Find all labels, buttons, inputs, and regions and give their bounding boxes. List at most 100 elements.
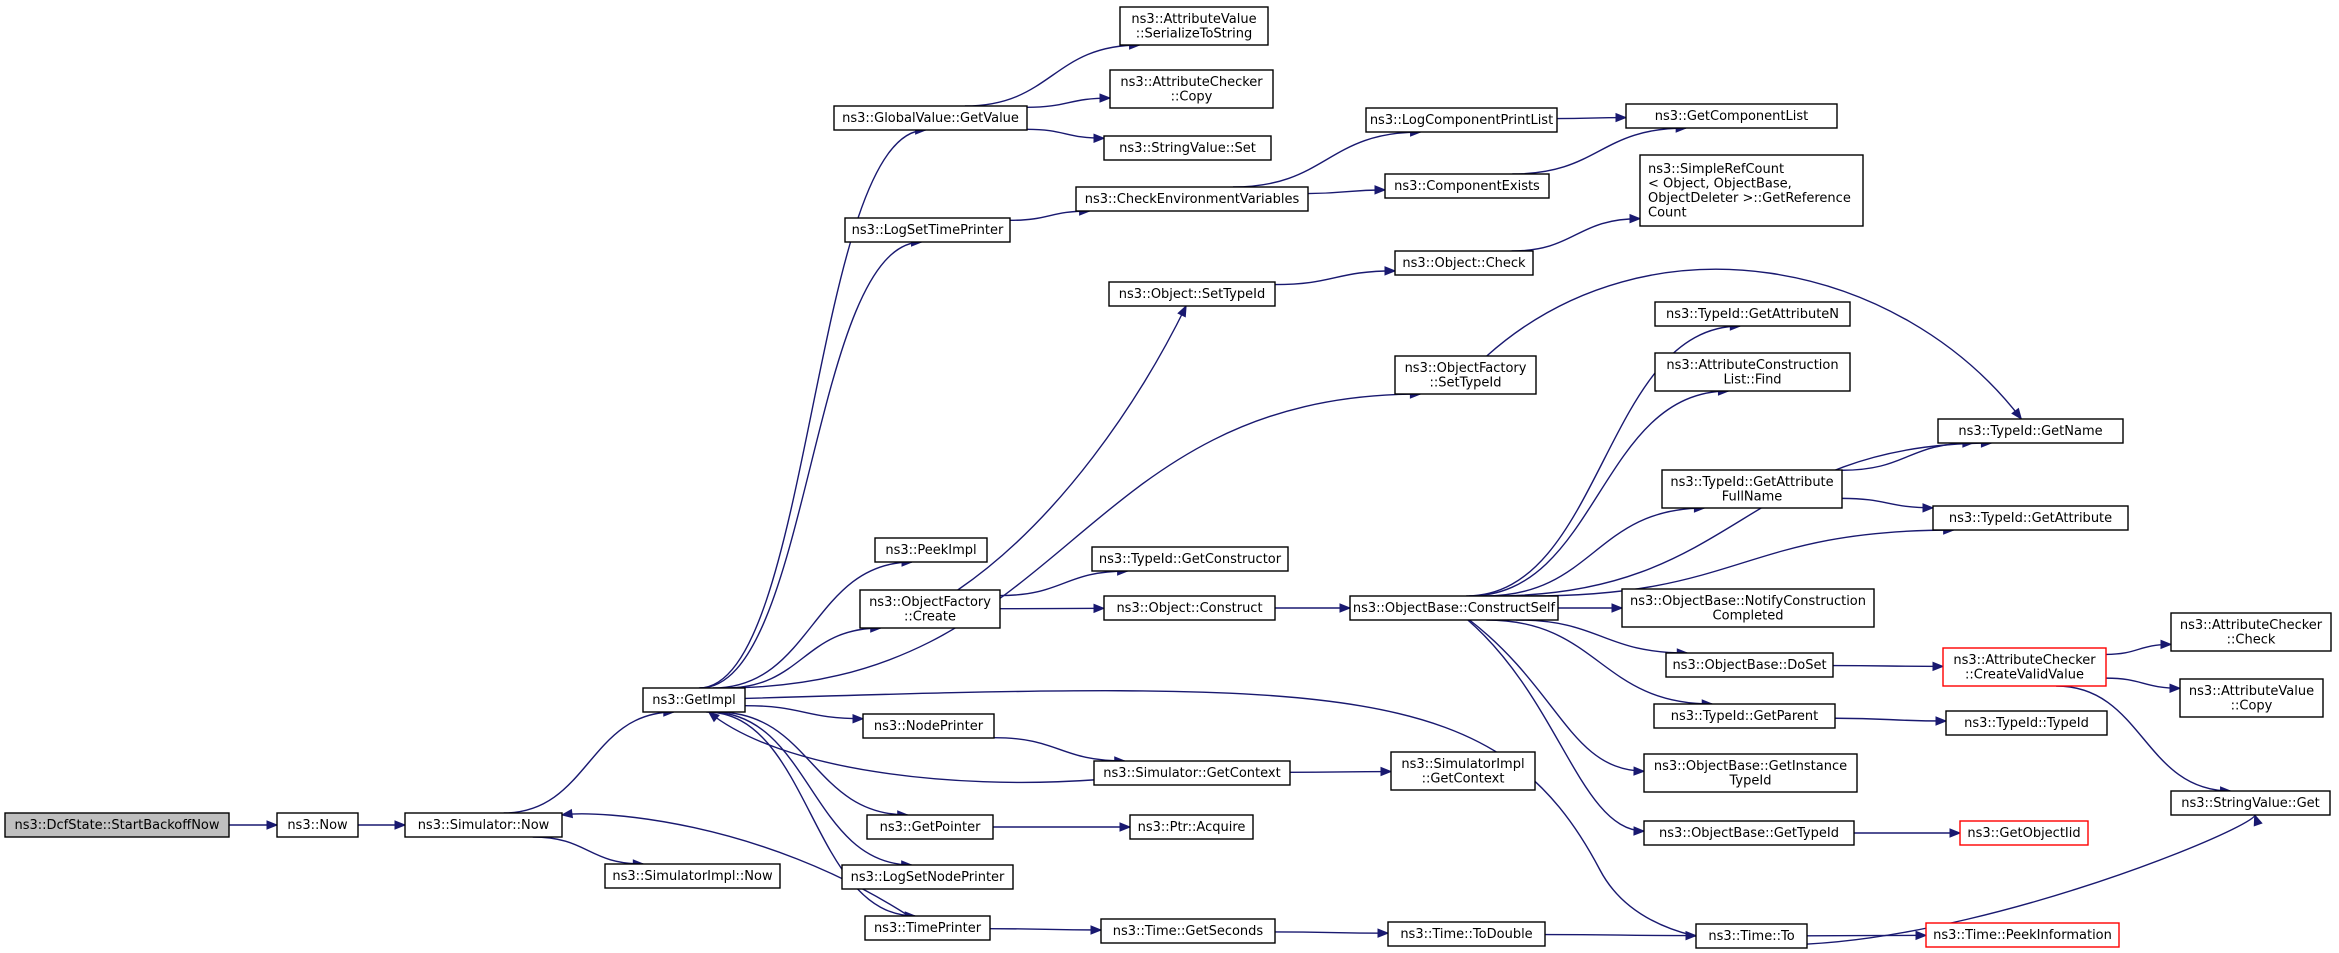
edge-line xyxy=(964,44,1140,107)
node-box xyxy=(1119,6,1269,46)
node-getcl[interactable]: ns3::GetComponentList xyxy=(1625,103,1838,129)
node-box xyxy=(1394,355,1537,395)
node-tidgetctor[interactable]: ns3::TypeId::GetConstructor xyxy=(1091,546,1289,572)
node-lognp[interactable]: ns3::LogSetNodePrinter xyxy=(841,864,1014,890)
arrowhead xyxy=(1932,661,1945,672)
node-ofcreate[interactable]: ns3::ObjectFactory::Create xyxy=(859,589,1001,629)
node-accheck[interactable]: ns3::AttributeChecker::Check xyxy=(2170,612,2332,652)
edge-accvv-to-avcopy xyxy=(2105,677,2182,693)
node-start[interactable]: ns3::DcfState::StartBackoffNow xyxy=(4,812,230,838)
node-accopy[interactable]: ns3::AttributeChecker::Copy xyxy=(1109,69,1274,109)
edge-line xyxy=(999,570,1128,597)
node-timegs[interactable]: ns3::Time::GetSeconds xyxy=(1100,918,1276,944)
edge-line xyxy=(1544,933,1697,937)
node-getobjtid[interactable]: ns3::GetObjectIid xyxy=(1959,820,2089,846)
node-simimplnow[interactable]: ns3::SimulatorImpl::Now xyxy=(604,863,781,889)
node-ofsettid[interactable]: ns3::ObjectFactory::SetTypeId xyxy=(1394,355,1537,395)
node-box xyxy=(859,589,1001,629)
node-timetd[interactable]: ns3::Time::ToDouble xyxy=(1387,921,1546,947)
node-label-line: Count xyxy=(1648,205,1687,220)
edge-line xyxy=(1511,217,1641,252)
node-svset[interactable]: ns3::StringValue::Set xyxy=(1103,135,1272,161)
node-label-line: ns3::ComponentExists xyxy=(1394,179,1540,194)
node-accvv[interactable]: ns3::AttributeChecker::CreateValidValue xyxy=(1942,647,2107,687)
node-compex[interactable]: ns3::ComponentExists xyxy=(1384,173,1550,199)
node-label-line: TypeId xyxy=(1729,773,1772,788)
node-box xyxy=(1091,546,1289,572)
edge-line xyxy=(722,393,1421,689)
node-tidgetparent[interactable]: ns3::TypeId::GetParent xyxy=(1653,703,1836,729)
edge-line xyxy=(744,690,2256,946)
edge-ofsettid-to-tidgetname xyxy=(1486,268,2023,421)
edge-getimpl-to-svget xyxy=(744,690,2263,946)
edge-line xyxy=(1469,619,1645,772)
node-tidgetattr[interactable]: ns3::TypeId::GetAttribute xyxy=(1932,505,2129,531)
node-label-line: ns3::Object::Construct xyxy=(1116,601,1262,616)
node-nodeprinter[interactable]: ns3::NodePrinter xyxy=(862,713,995,739)
edge-line xyxy=(1512,127,1687,175)
edge-line xyxy=(1484,507,1705,597)
node-label-line: ns3::ObjectBase::DoSet xyxy=(1672,658,1826,673)
node-objcheck[interactable]: ns3::Object::Check xyxy=(1394,250,1534,276)
node-label-line: ns3::AttributeChecker xyxy=(1953,653,2096,668)
node-ptracq[interactable]: ns3::Ptr::Acquire xyxy=(1129,814,1254,840)
node-timepi[interactable]: ns3::Time::PeekInformation xyxy=(1925,922,2120,948)
edge-line xyxy=(1274,270,1396,286)
edge-getimpl-to-ofsettid xyxy=(722,389,1422,689)
node-label-line: ::CreateValidValue xyxy=(1965,667,2084,682)
edge-obcs-to-obgit xyxy=(1469,619,1646,776)
node-label-line: ::GetContext xyxy=(1422,771,1505,786)
node-label-line: ns3::Object::Check xyxy=(1402,256,1526,271)
node-gvget[interactable]: ns3::GlobalValue::GetValue xyxy=(833,105,1028,131)
node-avser[interactable]: ns3::AttributeValue::SerializeToString xyxy=(1119,6,1269,46)
arrowhead xyxy=(1949,828,1962,838)
node-svget[interactable]: ns3::StringValue::Get xyxy=(2170,790,2331,816)
node-simgetctx[interactable]: ns3::Simulator::GetContext xyxy=(1093,760,1291,786)
node-tidgetname[interactable]: ns3::TypeId::GetName xyxy=(1937,418,2124,444)
edge-line xyxy=(1841,442,1973,471)
node-objsettid[interactable]: ns3::Object::SetTypeId xyxy=(1108,281,1276,307)
node-tidtid[interactable]: ns3::TypeId::TypeId xyxy=(1945,710,2108,736)
node-objconstruct[interactable]: ns3::Object::Construct xyxy=(1103,595,1276,621)
node-getpointer[interactable]: ns3::GetPointer xyxy=(866,814,994,840)
node-simnow[interactable]: ns3::Simulator::Now xyxy=(404,812,563,838)
node-avcopy[interactable]: ns3::AttributeValue::Copy xyxy=(2179,678,2324,718)
edge-timeto-to-timepi xyxy=(1806,930,1928,941)
node-logtp[interactable]: ns3::LogSetTimePrinter xyxy=(844,217,1011,243)
node-peekimpl[interactable]: ns3::PeekImpl xyxy=(874,537,988,563)
arrowhead xyxy=(1093,133,1106,143)
node-box xyxy=(1129,814,1254,840)
edge-objsettid-to-objcheck xyxy=(1274,266,1397,286)
edge-line xyxy=(1493,442,1992,597)
edge-objcheck-to-simpleref xyxy=(1511,213,1642,252)
node-checkenv[interactable]: ns3::CheckEnvironmentVariables xyxy=(1075,186,1309,212)
node-simimplctx[interactable]: ns3::SimulatorImpl::GetContext xyxy=(1390,751,1536,791)
node-obncc[interactable]: ns3::ObjectBase::NotifyConstructionCompl… xyxy=(1621,588,1875,628)
edge-line xyxy=(1834,717,1947,722)
edge-line xyxy=(1530,529,1954,597)
edge-line xyxy=(957,305,1187,591)
node-label-line: ns3::StringValue::Set xyxy=(1119,141,1256,156)
node-label-line: ns3::SimulatorImpl xyxy=(1401,757,1524,772)
node-now[interactable]: ns3::Now xyxy=(276,812,359,838)
node-logcpl[interactable]: ns3::LogComponentPrintList xyxy=(1365,107,1558,133)
node-box xyxy=(874,537,988,563)
edge-line xyxy=(744,704,864,720)
node-simpleref[interactable]: ns3::SimpleRefCount< Object, ObjectBase,… xyxy=(1639,154,1864,227)
node-label-line: ns3::TypeId::GetAttribute xyxy=(1670,475,1833,490)
node-label-line: ns3::TypeId::GetConstructor xyxy=(1099,552,1282,567)
node-obcs[interactable]: ns3::ObjectBase::ConstructSelf xyxy=(1349,595,1559,621)
node-timeprinter[interactable]: ns3::TimePrinter xyxy=(864,915,991,941)
node-obdoset[interactable]: ns3::ObjectBase::DoSet xyxy=(1665,652,1834,678)
arrowhead xyxy=(1090,925,1103,935)
edge-timeprinter-to-timegs xyxy=(989,925,1103,935)
node-tidgetattrn[interactable]: ns3::TypeId::GetAttributeN xyxy=(1654,301,1851,327)
node-timeto[interactable]: ns3::Time::To xyxy=(1695,923,1808,949)
node-obgettid[interactable]: ns3::ObjectBase::GetTypeId xyxy=(1643,820,1855,846)
node-label-line: ns3::LogSetTimePrinter xyxy=(852,223,1004,238)
node-getimpl[interactable]: ns3::GetImpl xyxy=(642,687,746,713)
